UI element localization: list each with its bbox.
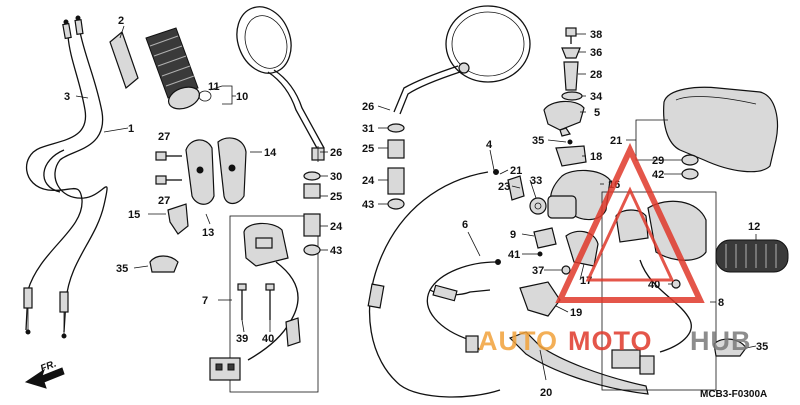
callout-8: 8 — [718, 297, 724, 309]
callout-30b: 31 — [362, 123, 374, 135]
callout-25a: 25 — [330, 191, 342, 203]
callout-30a: 30 — [330, 171, 342, 183]
left-mirror-mount-stack — [303, 171, 321, 256]
choke-cable — [426, 259, 501, 353]
callout-23: 23 — [498, 181, 510, 193]
callout-42: 42 — [652, 169, 664, 181]
brake-lever-holder — [543, 100, 585, 137]
brake-switch — [555, 139, 587, 167]
callout-36: 38 — [590, 29, 602, 41]
cable-clamp-15 — [167, 203, 189, 235]
leader-lines — [75, 25, 757, 381]
lever-pivot-assembly — [507, 175, 547, 215]
callout-29: 29 — [652, 155, 664, 167]
wire-clip-35-left — [149, 255, 179, 273]
callout-12: 12 — [748, 221, 760, 233]
callout-43b: 43 — [362, 199, 374, 211]
right-grip — [715, 239, 789, 273]
callout-1: 1 — [128, 123, 134, 135]
callout-4: 4 — [486, 139, 493, 151]
callout-32: 34 — [590, 91, 603, 103]
callout-21: 21 — [610, 135, 622, 147]
callout-37: 39 — [236, 333, 248, 345]
callout-33: 35 — [532, 135, 544, 147]
callout-6: 6 — [462, 219, 468, 231]
callout-28: 28 — [590, 69, 602, 81]
left-handlebar-switch — [209, 215, 319, 393]
front-direction-arrow — [24, 367, 65, 389]
reservoir-cover — [663, 86, 779, 173]
watermark: AUTO MOTO HUB — [478, 142, 752, 356]
callout-24b: 24 — [362, 175, 375, 187]
callout-5: 5 — [594, 107, 600, 119]
callout-31: 33 — [530, 175, 542, 187]
throttle-cables — [23, 15, 108, 339]
master-cylinder — [547, 169, 611, 221]
left-mirror — [236, 6, 325, 162]
watermark-hub: HUB — [690, 326, 752, 356]
bolts-27 — [155, 151, 182, 185]
callout-38: 40 — [262, 333, 274, 345]
callout-19: 19 — [570, 307, 582, 319]
throttle-housing — [185, 137, 247, 205]
right-mirror-mount-stack — [387, 123, 405, 210]
right-mirror — [393, 5, 531, 115]
wire-clip-35-right — [713, 338, 747, 357]
callout-35a: 35 — [116, 263, 128, 275]
callout-26b: 26 — [362, 101, 374, 113]
bracket-19 — [519, 281, 561, 317]
callout-35b: 35 — [756, 341, 768, 353]
callout-27a: 27 — [158, 131, 170, 143]
callout-25b: 25 — [362, 143, 374, 155]
callout-2: 2 — [118, 15, 124, 27]
nuts-29-42 — [681, 154, 699, 180]
switch-9 — [533, 227, 557, 257]
callout-20: 20 — [540, 387, 552, 399]
throttle-pipe — [109, 30, 139, 90]
callout-labels: 3 1 2 11 10 14 13 27 27 15 35 7 39 40 26… — [64, 15, 768, 399]
callout-26a: 26 — [330, 147, 342, 159]
throttle-grip — [145, 27, 212, 110]
watermark-moto: MOTO — [568, 326, 653, 356]
callout-9: 9 — [510, 229, 516, 241]
callout-10: 10 — [236, 91, 248, 103]
callout-11: 11 — [208, 81, 220, 93]
callout-14: 14 — [264, 147, 277, 159]
watermark-triangle — [555, 142, 705, 303]
clutch-cable — [367, 169, 501, 398]
callout-3: 3 — [64, 91, 70, 103]
reservoir-cap-stack — [561, 27, 583, 101]
callout-27b: 27 — [158, 195, 170, 207]
watermark-auto: AUTO — [478, 326, 558, 356]
callout-22: 21 — [510, 165, 522, 177]
callout-18: 18 — [590, 151, 602, 163]
callout-41: 41 — [508, 249, 520, 261]
diagram-code: MCB3-F0300A — [700, 389, 767, 400]
callout-40: 40 — [648, 279, 660, 291]
callout-39: 37 — [532, 265, 544, 277]
callout-24a: 24 — [330, 221, 343, 233]
callout-43a: 43 — [330, 245, 342, 257]
callout-15: 15 — [128, 209, 140, 221]
callout-7: 7 — [202, 295, 208, 307]
callout-13: 13 — [202, 227, 214, 239]
callout-34: 36 — [590, 47, 602, 59]
